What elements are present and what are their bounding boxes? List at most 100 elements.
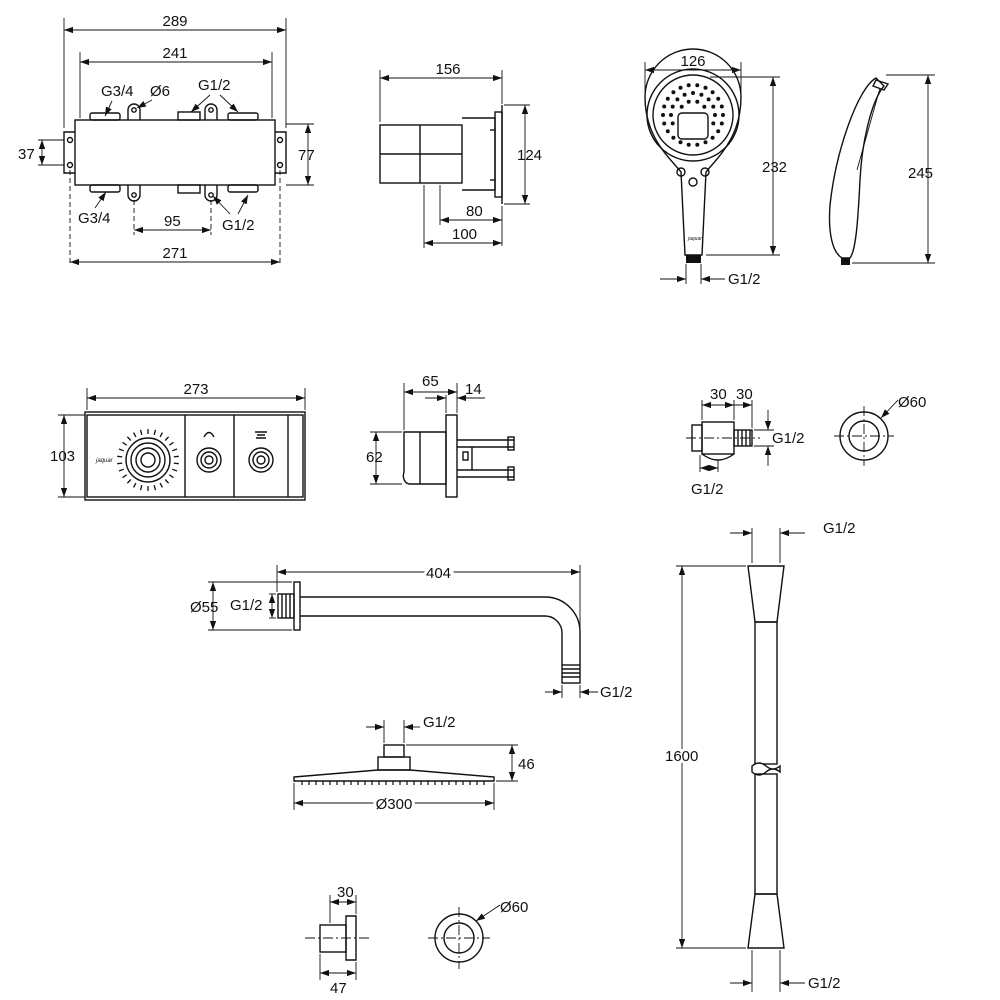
label-elbow-flange-diameter: Ø60 [898,394,926,411]
hand-shower-symbol-icon [203,431,215,438]
nozzle-cluster [681,127,687,135]
scale-tick [133,482,137,488]
wall-outlet: 30 47 [305,884,370,997]
scale-tick [126,479,132,484]
dim-valve-depth-total: 156 [435,61,460,78]
scale-tick [172,448,178,452]
scale-tick [117,462,123,465]
dim-valve-height-right: 77 [298,147,315,164]
nozzle-pattern [661,83,725,147]
nozzle-dot [716,129,721,134]
label-outlet-flange-diameter: Ø60 [500,899,528,916]
nozzle-dot [710,135,715,140]
nozzle-dot [695,83,700,88]
dim-arm-length: 404 [426,565,451,582]
nozzle-dot [678,85,683,90]
nozzle-dot [711,104,716,109]
nozzle-dot [691,91,695,95]
nozzle-dot [706,97,711,102]
label-elbow-thread-side: G1/2 [772,430,805,447]
scale-tick [159,482,163,488]
elbow-flange-front: Ø60 [834,394,926,466]
nozzle-dot [716,96,721,101]
overhead-nozzle-row [301,781,485,785]
control-panel: jaquar 273 103 [50,381,306,501]
scale-tick [118,448,124,452]
label-inlet-thread-bottom: G3/4 [78,210,111,227]
label-arm-thread-outlet: G1/2 [600,684,633,701]
hand-shower-side: 245 [828,74,935,265]
scale-tick [117,455,123,458]
scale-tick [173,462,179,465]
dim-overhead-height: 46 [518,756,535,773]
scale-tick [169,441,174,446]
nozzle-dot [670,121,675,126]
scale-tick [139,429,143,435]
wall-elbow: 30 30 G1/2 G1/2 [686,386,805,498]
scale-tick [122,441,127,446]
nozzle-dot [719,104,724,109]
scale-tick [164,479,170,484]
nozzle-dot [710,90,715,95]
dim-valve-width-inner: 241 [162,45,187,62]
dim-panel-height: 103 [50,448,75,465]
shower-hose: G1/2 1600 G1/2 [662,520,856,992]
nozzle-dot [669,113,673,117]
dim-valve-mount-width: 271 [162,245,187,262]
valve-body-front: 289 241 G3/4 Ø6 G1/2 37 77 G3/4 95 G1/2 [18,13,315,266]
nozzle-dot [686,83,691,88]
label-outlet-thread-top: G1/2 [198,77,231,94]
dim-elbow-width-1: 30 [710,386,727,403]
dim-outlet-depth-inner: 30 [337,884,354,901]
nozzle-cluster [699,127,705,135]
dim-valve-depth-max: 100 [452,226,477,243]
label-hole-diameter: Ø6 [150,83,170,100]
nozzle-dot [702,104,707,109]
dim-outlet-spacing: 95 [164,213,181,230]
shower-arm: 404 Ø55 G1/2 G1/2 [190,562,633,701]
scale-tick [122,474,127,479]
nozzle-dot [678,140,683,145]
dim-panel-width: 273 [183,381,208,398]
nozzle-cluster [681,116,687,124]
nozzle-dot [686,99,691,104]
thermostat-scale [117,429,179,491]
svg-text:jaquar: jaquar [687,236,702,242]
scale-tick [126,436,132,441]
hand-shower-front: jaquar 126 232 G1/2 [644,48,787,288]
dim-valve-side-height: 124 [517,147,542,164]
scale-tick [139,485,143,491]
valve-body-side: 156 124 80 100 [379,61,542,248]
label-hose-thread-top: G1/2 [823,520,856,537]
label-hand-shower-connection: G1/2 [728,271,761,288]
nozzle-dot [703,140,708,145]
nozzle-dot [662,121,667,126]
shower-holder: 65 14 62 [366,373,515,498]
dim-elbow-width-2: 30 [736,386,753,403]
scale-tick [169,474,174,479]
dim-hand-shower-width: 126 [680,53,705,70]
label-inlet-thread-top: G3/4 [101,83,134,100]
scale-tick [172,468,178,472]
overhead-shower-symbol-icon [255,431,267,439]
nozzle-dot [695,99,700,104]
outlet-flange-front: Ø60 [428,899,528,969]
nozzle-dot [662,104,667,109]
nozzle-dot [670,104,675,109]
nozzle-dot [665,129,670,134]
nozzle-dot [719,121,724,126]
dim-hand-shower-side-length: 245 [908,165,933,182]
nozzle-dot [699,92,704,97]
dim-holder-plate: 14 [465,381,482,398]
overhead-shower: G1/2 46 Ø300 [293,714,535,816]
dim-valve-depth-min: 80 [466,203,483,220]
label-arm-thread-wall: G1/2 [230,597,263,614]
dim-hose-length: 1600 [665,748,698,765]
nozzle-dot [671,90,676,95]
nozzle-dot [665,96,670,101]
dim-valve-height-left: 37 [18,146,35,163]
scale-tick [118,468,124,472]
nozzle-dot [661,113,665,117]
